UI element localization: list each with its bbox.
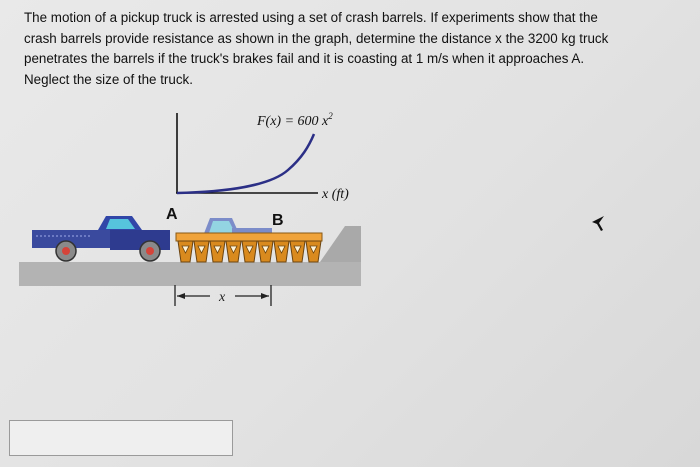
barrel-marker bbox=[229, 245, 238, 254]
ghost-window bbox=[209, 221, 235, 233]
arrowhead-left bbox=[177, 293, 185, 299]
dimension-label: x bbox=[218, 290, 226, 305]
point-a-label: A bbox=[166, 206, 178, 223]
truck-bed bbox=[32, 230, 112, 248]
pickup-truck bbox=[32, 216, 170, 262]
rear-hub bbox=[62, 247, 70, 255]
barrel-marker bbox=[245, 245, 254, 254]
problem-line: crash barrels provide resistance as show… bbox=[24, 30, 609, 46]
problem-line: The motion of a pickup truck is arrested… bbox=[24, 10, 598, 25]
truck-body bbox=[110, 230, 170, 250]
barrel-lids bbox=[175, 232, 323, 242]
x-axis-label: x (ft) bbox=[321, 187, 349, 202]
problem-statement: The motion of a pickup truck is arrested… bbox=[24, 8, 674, 90]
barrel-marker bbox=[213, 245, 222, 254]
force-curve bbox=[176, 133, 316, 195]
dimension-x: x bbox=[174, 285, 272, 306]
point-b-label: B bbox=[272, 212, 284, 229]
problem-line: Neglect the size of the truck. bbox=[24, 71, 193, 87]
barrel-marker bbox=[309, 245, 318, 254]
wall bbox=[320, 226, 361, 262]
front-hub bbox=[146, 247, 154, 255]
crash-barrels bbox=[175, 232, 323, 263]
problem-line: penetrates the barrels if the truck's br… bbox=[24, 51, 585, 66]
barrel-marker bbox=[197, 245, 206, 254]
barrel-marker bbox=[261, 245, 270, 254]
pointer-arrow-icon bbox=[592, 216, 604, 231]
barrel-marker bbox=[293, 245, 302, 254]
truck-window bbox=[106, 219, 135, 229]
barrel-marker bbox=[181, 245, 190, 254]
force-graph: F(x) = 600 x2 x (ft) bbox=[176, 111, 349, 202]
equation-label: F(x) = 600 x2 bbox=[256, 111, 333, 129]
arrowhead-right bbox=[261, 293, 269, 299]
barrel-marker bbox=[277, 245, 286, 254]
ground-slab bbox=[19, 262, 361, 286]
answer-input-box[interactable] bbox=[9, 420, 233, 456]
